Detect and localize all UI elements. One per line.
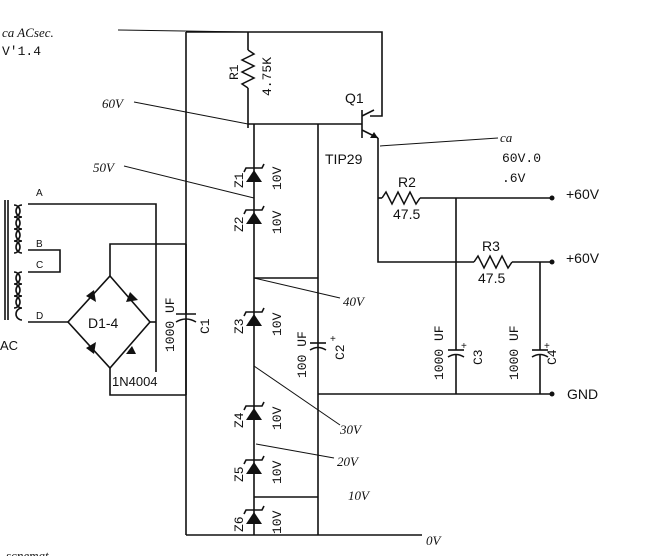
c3-value: 1000 UF — [432, 325, 447, 380]
zener-z3: Z3 10V — [232, 307, 285, 336]
bridge-part: 1N4004 — [112, 374, 158, 389]
node-60v-leader — [133, 101, 249, 125]
zener-z1: Z1 10V — [232, 163, 285, 190]
node-50v-label: 50V — [93, 160, 116, 175]
r2-name: R2 — [398, 174, 416, 190]
c4-value: 1000 UF — [507, 325, 522, 380]
out-v6-note: .6V — [502, 171, 526, 186]
out1-label: +60V — [566, 186, 600, 202]
c4-name: C4 — [545, 349, 560, 365]
r3-name: R3 — [482, 238, 500, 254]
capacitor-c1: 1000 UF C1 — [163, 244, 213, 395]
node-20v-leader — [255, 443, 335, 459]
z4-name: Z4 — [232, 412, 247, 428]
c4-plus: + — [544, 341, 550, 352]
capacitor-c3: + 1000 UF C3 — [432, 198, 486, 394]
transistor-q1: Q1 TIP29 — [325, 90, 379, 167]
wire-tap-a — [28, 203, 157, 372]
bridge-rectifier: D1-4 1N4004 — [66, 274, 158, 389]
zener-z2: Z2 10V — [232, 205, 285, 234]
z6-name: Z6 — [232, 516, 247, 532]
r2-value: 47.5 — [393, 206, 420, 222]
c3-name: C3 — [471, 349, 486, 365]
resistor-r2: R2 47.5 — [378, 174, 552, 222]
node-40v-leader — [253, 277, 341, 299]
c3-plus: + — [461, 341, 467, 352]
out-note-leader — [379, 137, 499, 147]
resistor-r1: R1 4.75K — [227, 32, 275, 128]
node-30v-leader — [253, 365, 341, 426]
wire-bridge-plus — [109, 243, 186, 276]
node-0v-label: 0V — [426, 533, 443, 548]
gnd-terminal — [549, 391, 555, 397]
z4-value: 10V — [270, 406, 285, 430]
wire-bridge-minus — [109, 368, 186, 396]
bottom-cut-text: scnemat — [6, 548, 49, 556]
wire-emitter — [377, 138, 474, 263]
ac-label: AC — [0, 338, 18, 353]
c1-name: C1 — [198, 318, 213, 334]
q1-name: Q1 — [345, 90, 364, 106]
out-ca-note: ca — [500, 130, 513, 145]
r1-name: R1 — [227, 64, 242, 80]
z2-name: Z2 — [232, 216, 247, 232]
z5-value: 10V — [270, 460, 285, 484]
z1-value: 10V — [270, 166, 285, 190]
r3-value: 47.5 — [478, 270, 505, 286]
c1-value: 1000 UF — [163, 297, 178, 352]
z1-name: Z1 — [232, 172, 247, 188]
z3-value: 10V — [270, 312, 285, 336]
q1-part: TIP29 — [325, 151, 363, 167]
gnd-label: GND — [567, 386, 598, 402]
out2-terminal — [549, 259, 555, 265]
ac-sec-note: ca ACsec. — [2, 25, 54, 40]
zener-z6: Z6 10V — [232, 505, 285, 534]
tap-c-label: C — [36, 260, 43, 271]
zener-z5: Z5 10V — [232, 455, 285, 484]
z2-value: 10V — [270, 210, 285, 234]
out1-terminal — [549, 195, 555, 201]
rail-top — [186, 31, 383, 117]
capacitor-c2: + 100 UF C2 — [295, 331, 348, 378]
node-30v-label: 30V — [339, 422, 363, 437]
z3-name: Z3 — [232, 318, 247, 334]
zener-z4: Z4 10V — [232, 401, 285, 430]
node-60v-label: 60V — [102, 96, 125, 111]
z6-value: 10V — [270, 510, 285, 534]
z5-name: Z5 — [232, 466, 247, 482]
out-v0-note: 60V.0 — [502, 151, 541, 166]
c2-value: 100 UF — [295, 331, 310, 378]
node-50v-leader — [123, 165, 255, 199]
node-40v-label: 40V — [343, 294, 366, 309]
version-note: V'1.4 — [2, 44, 41, 59]
tap-d-label: D — [36, 311, 43, 322]
bridge-name: D1-4 — [88, 315, 119, 331]
node-20v-label: 20V — [337, 454, 360, 469]
out2-label: +60V — [566, 250, 600, 266]
tap-a-label: A — [36, 188, 43, 199]
c2-name: C2 — [333, 344, 348, 360]
r1-value: 4.75K — [260, 57, 275, 96]
resistor-r3: R3 47.5 — [473, 238, 552, 286]
c2-plus: + — [330, 334, 336, 345]
node-10v-label: 10V — [348, 488, 371, 503]
transformer: A B C D AC — [0, 188, 43, 353]
tap-b-label: B — [36, 239, 43, 250]
wire-tap-bc — [28, 249, 61, 273]
capacitor-c4: + 1000 UF C4 — [507, 262, 560, 394]
